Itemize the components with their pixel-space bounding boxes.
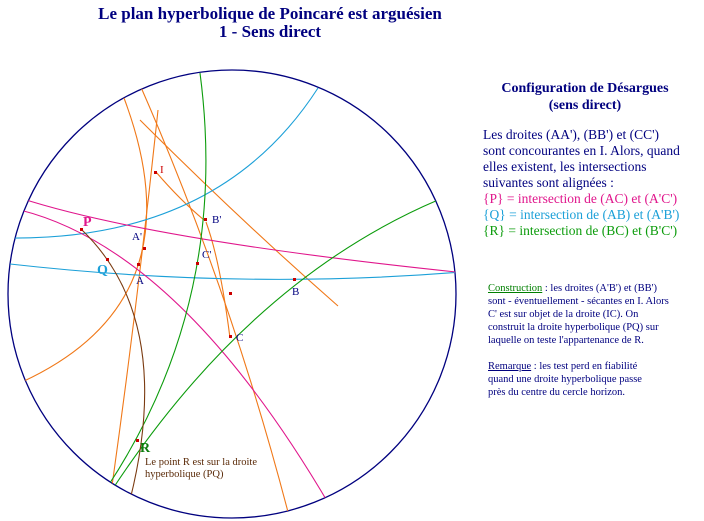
point-B-prime — [204, 218, 207, 221]
point-C-prime — [196, 262, 199, 265]
construction-note: Construction : les droites (A'B') et (BB… — [488, 282, 700, 347]
label-R: R — [140, 441, 151, 456]
line-AB — [9, 263, 456, 280]
construction-head: Construction — [488, 283, 543, 294]
q-definition: {Q} = intersection de (AB) et (A'B') — [483, 207, 680, 222]
label-Q: Q — [97, 263, 108, 278]
label-B: B — [292, 286, 299, 298]
configuration-text: Les droites (AA'), (BB') et (CC') sont c… — [483, 127, 698, 239]
line-BC — [111, 199, 439, 491]
point-R — [136, 439, 139, 442]
r-note-line1: Le point R est sur la droite — [145, 457, 257, 468]
point-A — [137, 263, 140, 266]
points-group — [80, 171, 296, 442]
intro-line3: elles existent, les intersections — [483, 159, 647, 174]
page-title-line2: 1 - Sens direct — [218, 22, 322, 41]
line-PQ — [81, 229, 146, 501]
remark-line1-text: : les test perd en fiabilité — [531, 361, 638, 372]
line-BB-prime — [139, 119, 339, 307]
line-A-prime-B-prime — [9, 87, 319, 239]
configuration-heading: Configuration de Désargues (sens direct) — [470, 80, 700, 114]
page-title-line1: Le plan hyperbolique de Poincaré est arg… — [98, 4, 442, 23]
p-definition: {P} = intersection de (AC) et (A'C') — [483, 191, 678, 206]
construction-line1: Construction : les droites (A'B') et (BB… — [488, 282, 700, 295]
label-C: C — [236, 332, 243, 344]
line-B-prime-C-prime — [107, 72, 207, 487]
label-A-prime: A' — [132, 231, 142, 243]
intro-line1: Les droites (AA'), (BB') et (CC') — [483, 127, 660, 142]
r-note-line2: hyperbolique (PQ) — [145, 469, 224, 480]
point-P — [80, 228, 83, 231]
orange-arc-left — [21, 97, 148, 383]
horizon-circle — [7, 69, 457, 519]
r-definition: {R} = intersection de (BC) et (B'C') — [483, 223, 678, 238]
label-P: P — [83, 215, 92, 230]
intro-line2: sont concourantes en I. Alors, quand — [483, 143, 680, 158]
construction-line4: construit la droite hyperbolique (PQ) su… — [488, 322, 659, 333]
intro-line4: suivantes sont alignées : — [483, 175, 614, 190]
construction-line1-text: : les droites (A'B') et (BB') — [542, 283, 657, 294]
point-C — [229, 335, 232, 338]
configuration-heading-line1: Configuration de Désargues — [501, 81, 669, 96]
remark-note: Remarque : les test perd en fiabilité qu… — [488, 360, 700, 399]
line-AC — [19, 209, 331, 507]
label-B-prime: B' — [212, 214, 221, 226]
remark-line1: Remarque : les test perd en fiabilité — [488, 360, 700, 373]
line-A-prime-C-prime — [19, 197, 456, 273]
point-A-prime — [143, 247, 146, 250]
construction-line3: C' est sur objet de la droite (IC). On — [488, 309, 639, 320]
remark-line2: quand une droite hyperbolique passe — [488, 374, 642, 385]
point-B — [293, 278, 296, 281]
remark-head: Remarque — [488, 361, 532, 372]
point-Q — [106, 258, 109, 261]
construction-line5: laquelle on teste l'appartenance de R. — [488, 335, 644, 346]
line-IB-prime — [155, 171, 205, 221]
construction-line2: sont - éventuellement - sécantes en I. A… — [488, 296, 669, 307]
label-C-prime: C' — [202, 249, 211, 261]
line-BC-orange — [205, 221, 231, 339]
line-CC-prime — [139, 84, 289, 513]
disk-center-point — [229, 292, 232, 295]
line-AA-prime — [111, 109, 159, 487]
configuration-heading-line2: (sens direct) — [548, 98, 622, 113]
label-I: I — [160, 164, 164, 176]
label-A: A — [136, 275, 144, 287]
remark-line3: près du centre du cercle horizon. — [488, 387, 626, 398]
point-I — [154, 171, 157, 174]
